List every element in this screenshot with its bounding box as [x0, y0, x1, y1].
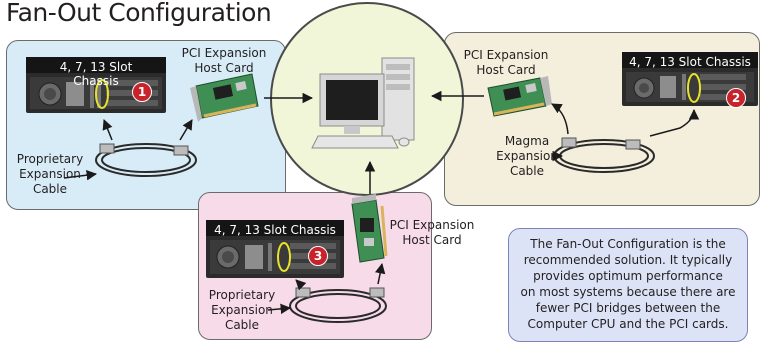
host-card-3-label: PCI Expansion Host Card: [389, 218, 475, 247]
info-box: The Fan-Out Configuration is the recomme…: [508, 228, 748, 342]
cable-3: [289, 287, 387, 323]
pci-card-2: [487, 76, 552, 117]
computer-icon: [311, 57, 415, 149]
arrows: [63, 90, 700, 315]
host-card-1-label: PCI Expansion Host Card: [181, 46, 267, 75]
cable-1: [95, 143, 197, 177]
cable-2-label: Magma Expansion Cable: [496, 134, 558, 178]
info-text: The Fan-Out Configuration is the recomme…: [520, 237, 736, 331]
chassis-1-label: 4, 7, 13 Slot Chassis: [59, 60, 133, 88]
pci-card-3: [351, 194, 388, 263]
badge-2: 2: [726, 88, 746, 108]
badge-3: 3: [308, 246, 328, 266]
diagram-title: Fan-Out Configuration: [6, 0, 272, 27]
cable-2: [553, 137, 655, 173]
badge-1: 1: [132, 82, 152, 102]
cable-1-label: Proprietary Expansion Cable: [16, 152, 84, 196]
pci-card-1: [190, 73, 259, 122]
chassis-2: [622, 52, 758, 106]
cable-3-label: Proprietary Expansion Cable: [208, 288, 276, 332]
chassis-3-label: 4, 7, 13 Slot Chassis: [214, 223, 336, 237]
chassis-2-label: 4, 7, 13 Slot Chassis: [629, 55, 751, 69]
host-card-2-label: PCI Expansion Host Card: [463, 48, 549, 77]
